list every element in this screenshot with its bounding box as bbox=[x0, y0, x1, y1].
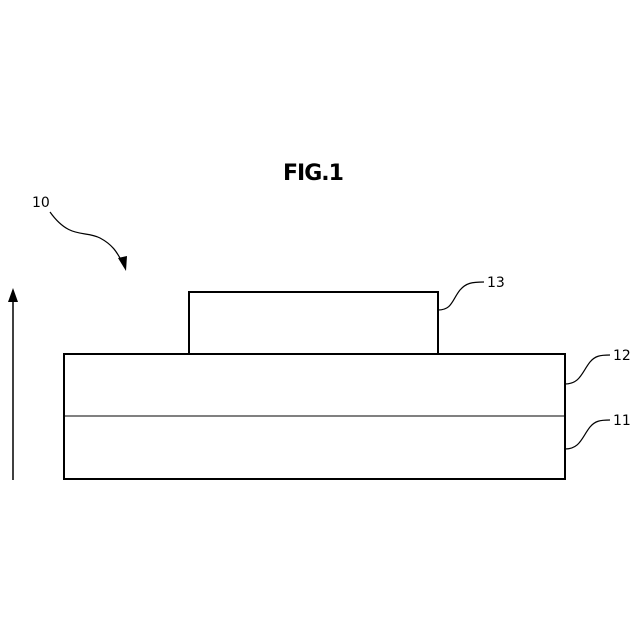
layer-13-label: 13 bbox=[487, 275, 505, 291]
layer-12-leader bbox=[565, 355, 610, 384]
layer-12-label: 12 bbox=[613, 348, 631, 364]
layer-11-label: 11 bbox=[613, 413, 631, 429]
stacking-direction-arrowhead bbox=[8, 288, 18, 302]
device-reference-curve bbox=[50, 212, 124, 265]
device-reference-arrowhead bbox=[118, 256, 127, 271]
layer-13-block bbox=[189, 292, 438, 354]
device-reference-label: 10 bbox=[32, 195, 50, 211]
layer-13-leader bbox=[438, 282, 484, 310]
figure-title: FIG.1 bbox=[283, 161, 343, 186]
layer-11-leader bbox=[565, 420, 610, 449]
